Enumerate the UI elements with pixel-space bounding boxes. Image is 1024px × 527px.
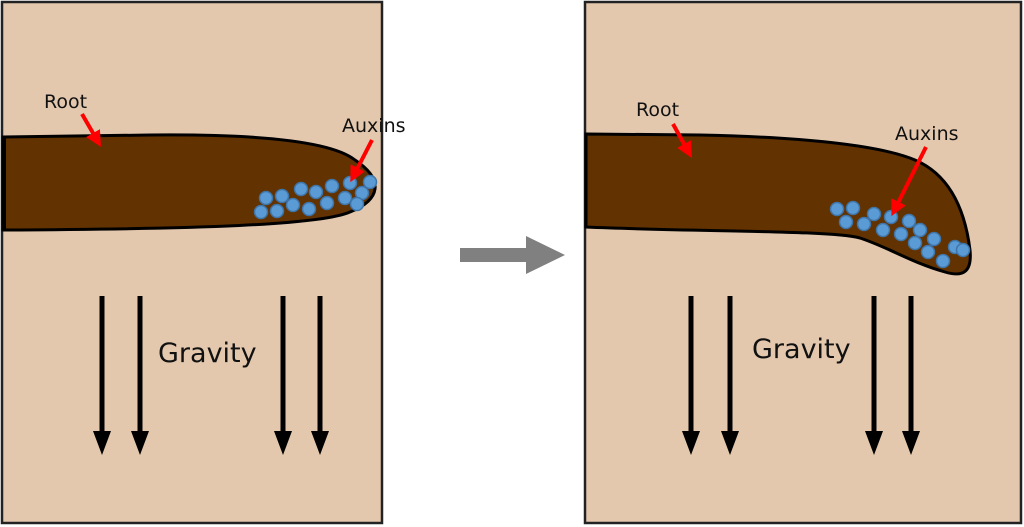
root-stub (2, 137, 6, 230)
arrow-down-icon (311, 296, 329, 455)
auxin-dot (301, 201, 317, 217)
panel-after: Root Auxins Gravity (583, 0, 1023, 525)
root-label: Root (44, 91, 87, 113)
auxin-dot (342, 175, 358, 191)
auxin-pointer-arrow (891, 146, 928, 217)
auxin-pointer-arrow (350, 139, 374, 183)
auxin-dot (274, 188, 290, 204)
auxin-dot (258, 190, 274, 206)
auxin-dot (875, 222, 891, 238)
arrow-down-icon (721, 296, 739, 455)
auxin-cluster (829, 200, 971, 269)
auxin-dot (829, 201, 845, 217)
gravity-label: Gravity (158, 338, 257, 369)
arrow-down-icon (865, 296, 883, 455)
auxin-label: Auxins (895, 123, 959, 145)
arrow-down-icon (274, 296, 292, 455)
auxin-dot (362, 174, 378, 190)
auxin-dot (955, 242, 971, 258)
root-label: Root (636, 99, 679, 121)
auxin-dot (308, 184, 324, 200)
root-bent (584, 132, 972, 276)
auxin-dot (901, 213, 917, 229)
auxin-dot (866, 206, 882, 222)
auxin-dot (324, 178, 340, 194)
auxin-dot (883, 209, 899, 225)
auxin-dot (269, 203, 285, 219)
auxin-dot (912, 222, 928, 238)
arrow-right-icon (460, 236, 565, 274)
auxin-dot (319, 195, 335, 211)
gravity-arrows (93, 296, 329, 455)
auxin-dot (285, 197, 301, 213)
arrow-down-icon (682, 296, 700, 455)
root-pointer-arrow (80, 113, 101, 147)
auxin-dot (349, 196, 365, 212)
soil-background (0, 0, 384, 525)
auxin-dot (907, 235, 923, 251)
gravity-label: Gravity (752, 334, 851, 365)
panel-before: Root Auxins Gravity (0, 0, 406, 525)
auxin-dot (893, 226, 909, 242)
arrow-down-icon (93, 296, 111, 455)
gravity-arrows (682, 296, 920, 455)
auxin-dot (845, 200, 861, 216)
auxin-dot (337, 190, 353, 206)
auxin-cluster (253, 174, 378, 220)
auxin-label: Auxins (342, 115, 406, 137)
auxin-dot (926, 231, 942, 247)
root-pointer-arrow (671, 123, 692, 158)
root-straight (1, 133, 377, 232)
arrow-down-icon (902, 296, 920, 455)
auxin-dot (838, 214, 854, 230)
auxin-dot (920, 244, 936, 260)
auxin-dot (253, 204, 269, 220)
auxin-dot (935, 253, 951, 269)
auxin-dot (856, 216, 872, 232)
auxin-dot (293, 181, 309, 197)
arrow-down-icon (131, 296, 149, 455)
